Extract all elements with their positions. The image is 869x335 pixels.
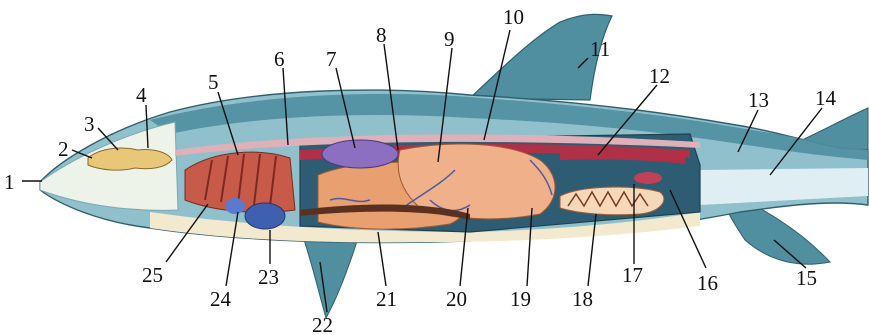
label-11: 11 (590, 37, 610, 61)
label-18: 18 (572, 287, 593, 311)
label-21: 21 (376, 287, 397, 311)
label-8: 8 (376, 23, 387, 47)
label-24: 24 (210, 287, 232, 311)
spiral-valve (560, 187, 664, 215)
label-6: 6 (274, 47, 285, 71)
rectal-gland (634, 172, 662, 184)
label-14: 14 (815, 86, 837, 110)
brain (88, 148, 172, 170)
label-13: 13 (748, 88, 769, 112)
label-16: 16 (697, 271, 718, 295)
label-4: 4 (136, 83, 147, 107)
label-17: 17 (622, 263, 643, 287)
stomach (322, 140, 398, 168)
conus-arteriosus (225, 198, 245, 214)
label-1: 1 (4, 170, 15, 194)
label-15: 15 (796, 266, 817, 290)
label-20: 20 (446, 287, 467, 311)
label-22: 22 (312, 313, 333, 335)
label-7: 7 (326, 47, 337, 71)
label-19: 19 (510, 287, 531, 311)
heart (245, 203, 285, 229)
label-10: 10 (503, 5, 524, 29)
label-9: 9 (444, 27, 455, 51)
label-5: 5 (208, 70, 219, 94)
label-23: 23 (258, 265, 279, 289)
label-12: 12 (649, 64, 670, 88)
label-2: 2 (58, 137, 69, 161)
label-25: 25 (142, 263, 163, 287)
label-3: 3 (84, 112, 95, 136)
